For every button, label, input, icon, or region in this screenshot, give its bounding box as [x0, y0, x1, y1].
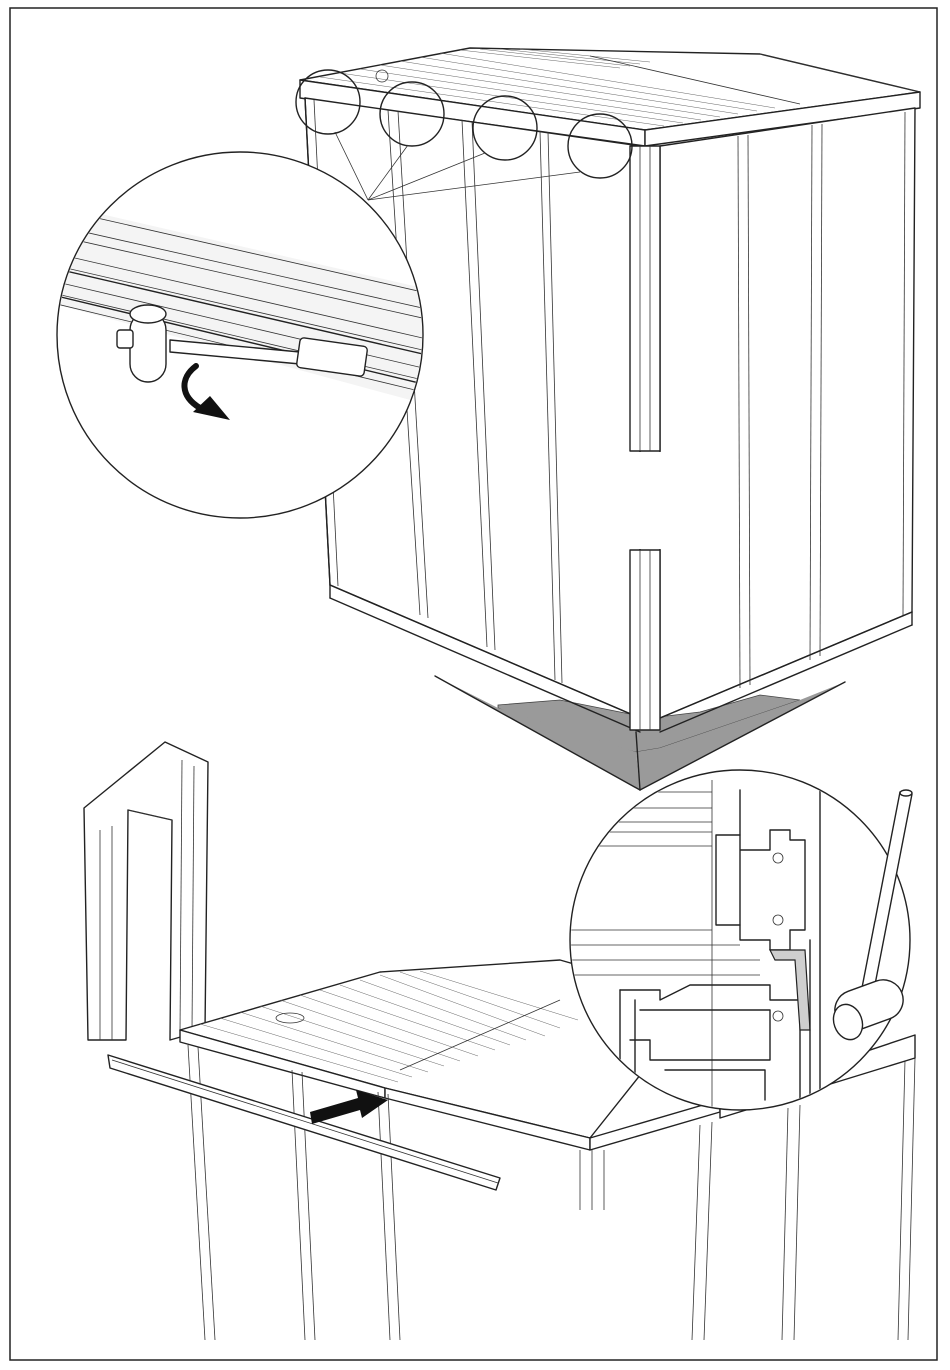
edge-profile-part — [84, 742, 208, 1040]
shed-partial-bottom — [84, 742, 915, 1340]
right-wall — [660, 108, 915, 732]
shed-assembled-top — [40, 48, 920, 790]
